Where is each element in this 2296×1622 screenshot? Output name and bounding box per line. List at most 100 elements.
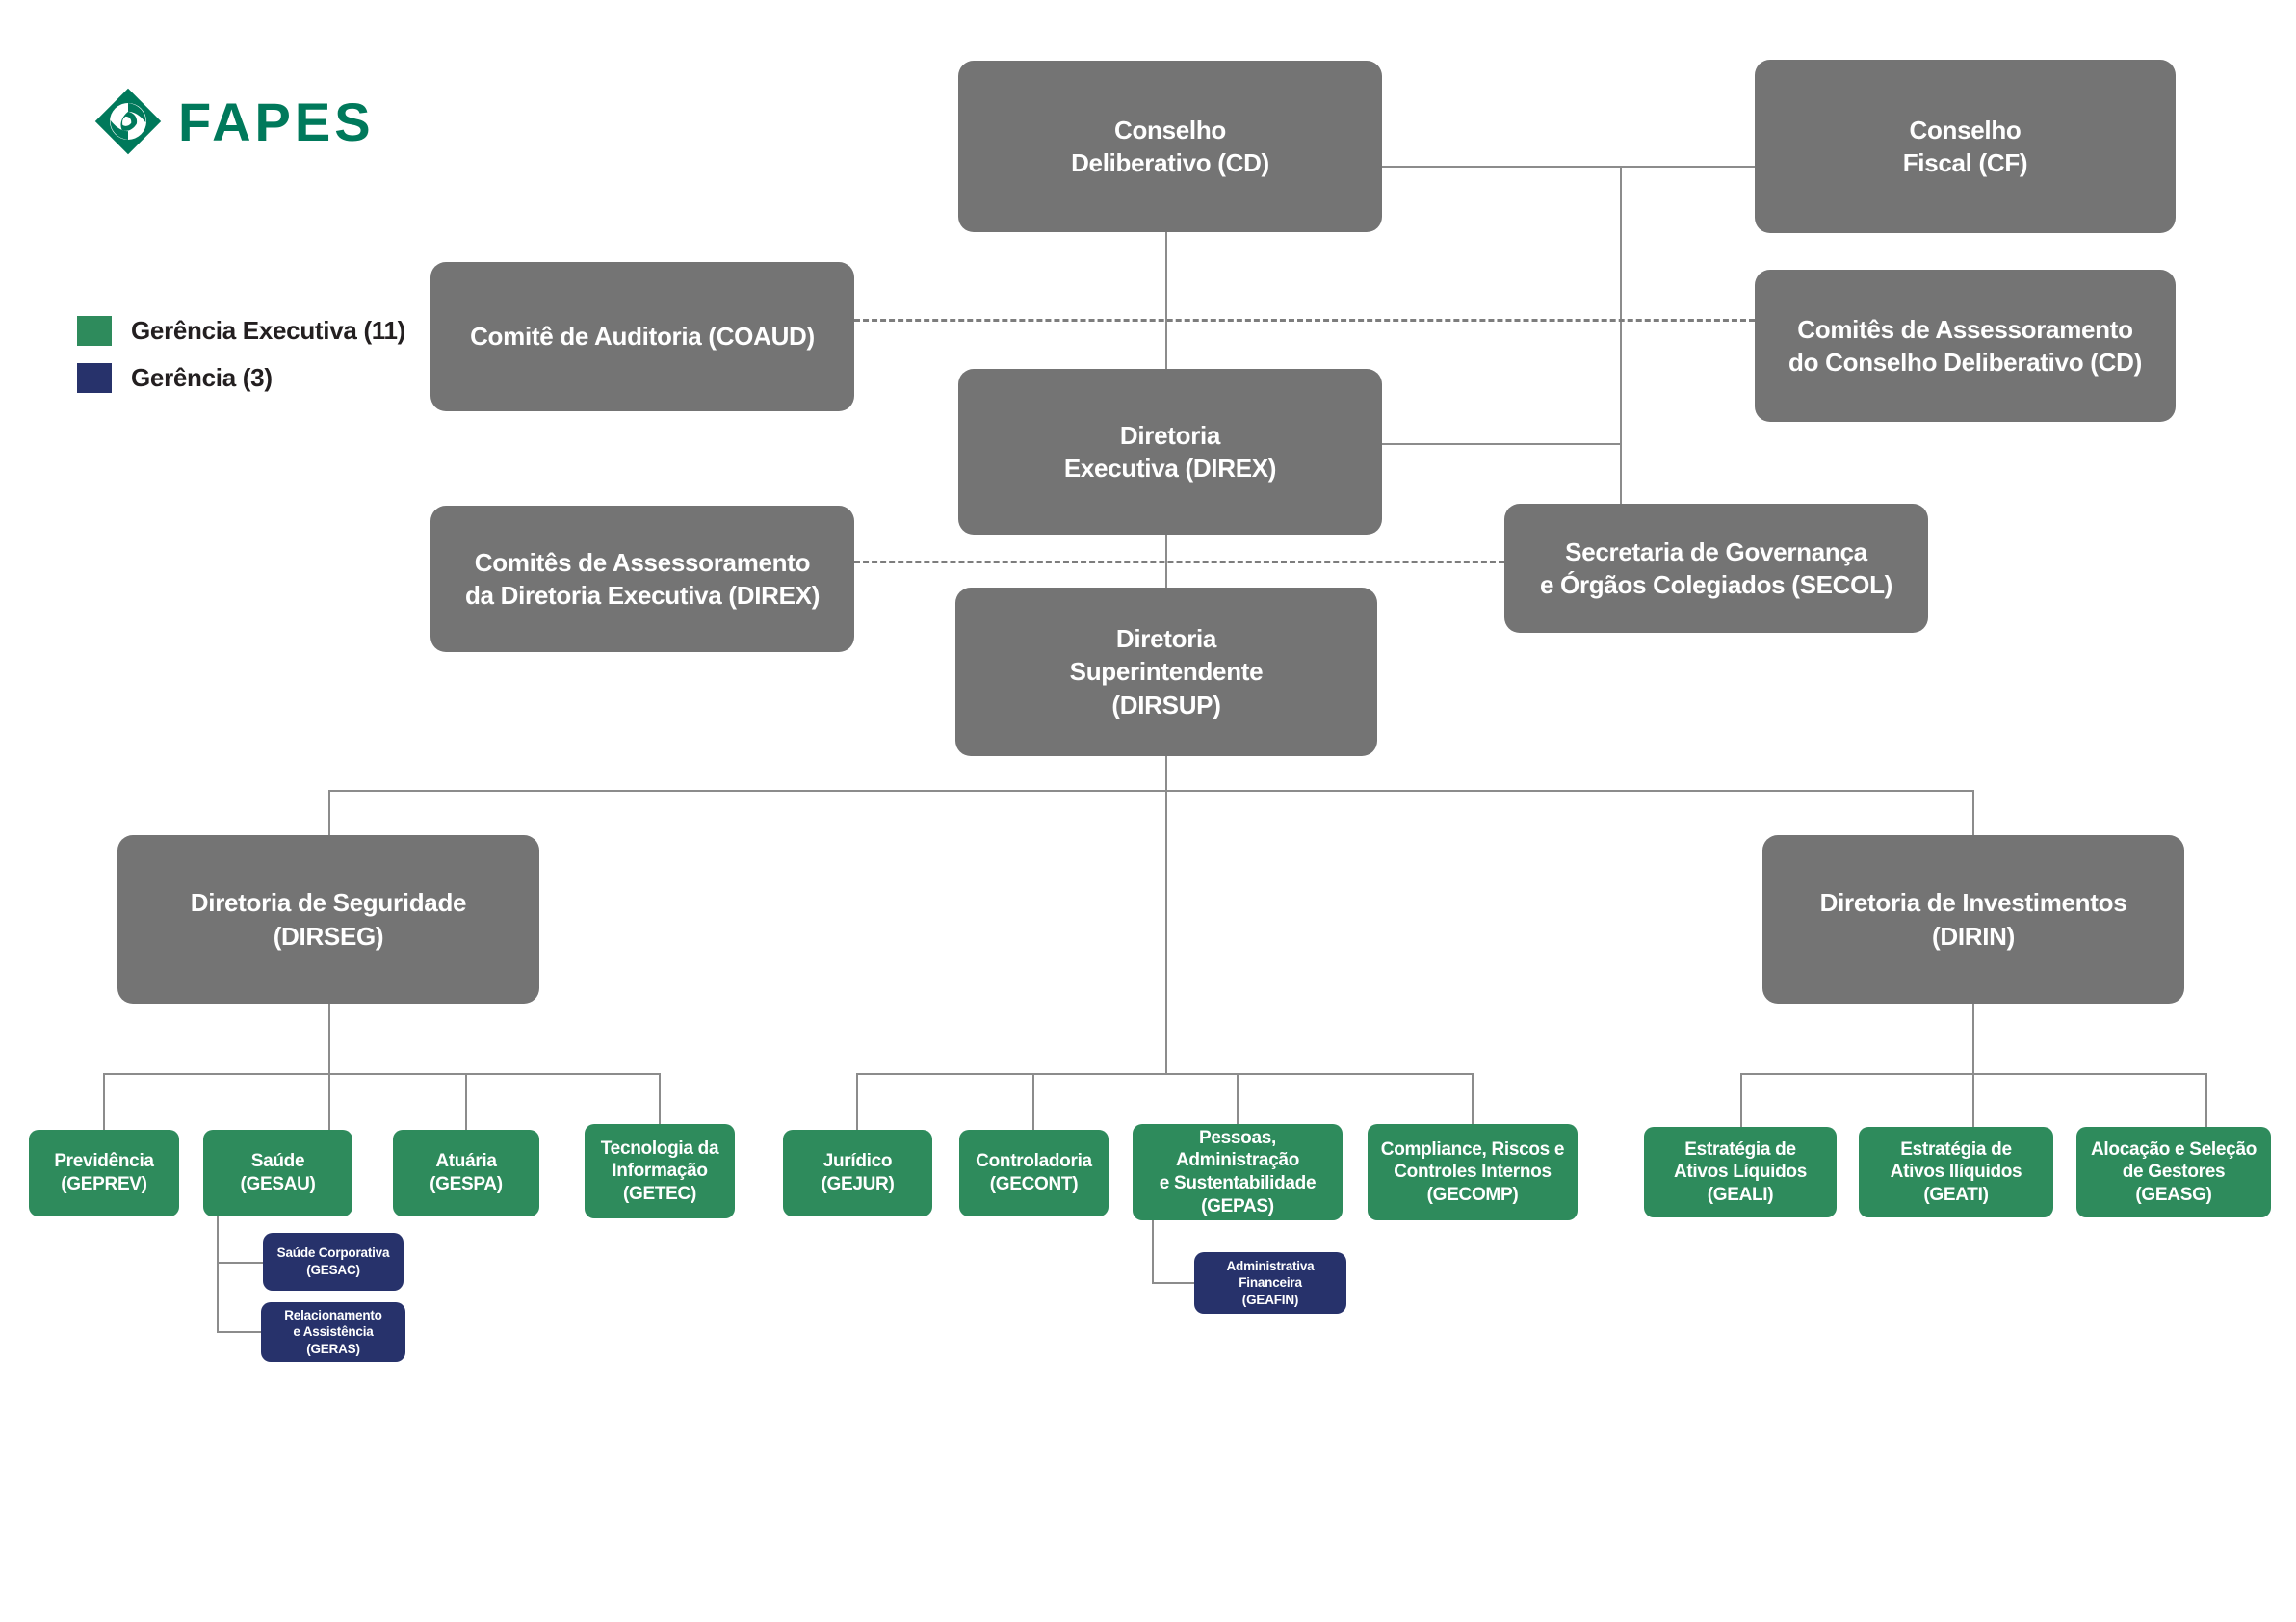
- org-node-label-line: Financeira: [1239, 1275, 1302, 1291]
- org-node-label-line: Comitês de Assessoramento: [1797, 314, 2133, 344]
- org-node-label-line: (GEASG): [2135, 1184, 2212, 1205]
- org-node-label-line: Informação: [612, 1161, 708, 1182]
- org-node-dirseg: Diretoria de Seguridade(DIRSEG): [117, 835, 539, 1004]
- connector: [659, 1073, 661, 1124]
- legend-swatch-green: [77, 316, 112, 346]
- org-node-label-line: Administrativa: [1226, 1258, 1315, 1273]
- org-node-label-line: Deliberativo (CD): [1071, 148, 1269, 177]
- connector: [328, 790, 330, 835]
- connector: [103, 1073, 660, 1075]
- legend-label: Gerência (3): [131, 363, 273, 392]
- org-node-label-line: e Assistência (GERAS): [293, 1324, 374, 1356]
- org-node-label-line: (DIRSUP): [1111, 690, 1221, 719]
- connector: [2205, 1073, 2207, 1127]
- org-node-label-line: Atuária: [435, 1151, 497, 1172]
- org-node-label-line: Pessoas, Administração: [1175, 1127, 1300, 1171]
- org-node-label-line: Saúde: [250, 1151, 305, 1172]
- org-node-label-line: (DIRSEG): [273, 921, 384, 951]
- org-node-label-line: da Diretoria Executiva (DIREX): [464, 581, 821, 610]
- connector: [1972, 1004, 1974, 1127]
- org-node-label-line: (GECONT): [989, 1174, 1079, 1194]
- org-node-label-line: (GECOMP): [1426, 1184, 1519, 1205]
- org-node-label-line: (GEPAS): [1201, 1195, 1274, 1216]
- connector: [217, 1331, 261, 1333]
- org-node-label-line: (GEAFIN): [1241, 1292, 1299, 1307]
- org-node-label-line: e Sustentabilidade: [1159, 1173, 1317, 1193]
- org-node-coaud: Comitê de Auditoria (COAUD): [430, 262, 854, 411]
- org-node-geprev: Previdência(GEPREV): [29, 1130, 179, 1216]
- connector: [328, 1004, 330, 1130]
- org-node-label-line: (GEALI): [1707, 1184, 1774, 1205]
- org-node-label-line: Relacionamento: [284, 1307, 382, 1322]
- org-node-label-line: (GEATI): [1923, 1184, 1989, 1205]
- connector: [1165, 756, 1167, 1074]
- org-node-geras: Relacionamento e Assistência (GERAS): [261, 1302, 405, 1362]
- org-node-label-line: (GESAC): [306, 1263, 360, 1277]
- connector: [1472, 1073, 1474, 1124]
- connector: [1237, 1073, 1239, 1124]
- legend: Gerência Executiva (11) Gerência (3): [77, 316, 405, 393]
- connector: [856, 1073, 1473, 1075]
- org-node-label-line: (GESAU): [240, 1174, 316, 1194]
- legend-label: Gerência Executiva (11): [131, 316, 406, 345]
- org-node-label-line: (GESPA): [430, 1174, 503, 1194]
- org-node-gesau: Saúde(GESAU): [203, 1130, 352, 1216]
- org-node-label-line: Estratégia de: [1684, 1138, 1796, 1160]
- org-node-comites-direx: Comitês de Assessoramento da Diretoria Ex…: [430, 506, 854, 652]
- connector: [1165, 232, 1167, 369]
- brand-name: FAPES: [178, 91, 375, 152]
- connector: [1740, 1073, 1742, 1127]
- connector: [217, 1216, 219, 1333]
- connector: [217, 1262, 263, 1264]
- connector: [1620, 166, 1622, 504]
- org-node-dirin: Diretoria de Investimentos(DIRIN): [1762, 835, 2184, 1004]
- org-node-label-line: Alocação e Seleção: [2090, 1138, 2257, 1160]
- org-node-label-line: Compliance, Riscos e: [1380, 1138, 1565, 1160]
- org-node-label-line: (GEJUR): [821, 1174, 895, 1194]
- dashed-connector: [854, 319, 1755, 322]
- org-node-gejur: Jurídico(GEJUR): [783, 1130, 932, 1216]
- dashed-connector: [854, 561, 1504, 563]
- connector: [1152, 1220, 1154, 1283]
- fapes-logo-icon: [94, 88, 162, 155]
- org-node-label-line: Fiscal (CF): [1902, 148, 2028, 177]
- org-node-label-line: Conselho: [1909, 115, 2022, 144]
- org-node-gesac: Saúde Corporativa(GESAC): [263, 1233, 404, 1291]
- legend-item-gerencia-executiva: Gerência Executiva (11): [77, 316, 405, 346]
- org-node-label-line: de Gestores: [2122, 1162, 2226, 1183]
- org-node-label-line: Previdência: [54, 1151, 154, 1172]
- org-node-label-line: Secretaria de Governança: [1565, 536, 1867, 566]
- org-node-label-line: do Conselho Deliberativo (CD): [1788, 348, 2142, 377]
- org-node-label-line: (GEPREV): [61, 1174, 147, 1194]
- org-node-label-line: Diretoria de Investimentos: [1819, 888, 2127, 918]
- org-node-label-line: Ativos Líquidos: [1673, 1162, 1807, 1183]
- org-node-label-line: Controles Internos: [1394, 1162, 1552, 1183]
- connector: [1152, 1282, 1194, 1284]
- connector: [1740, 1073, 2206, 1075]
- connector: [103, 1073, 105, 1130]
- org-node-comites-cd: Comitês de Assessoramento do Conselho Del…: [1755, 270, 2176, 422]
- connector: [856, 1073, 858, 1130]
- connector: [465, 1073, 467, 1130]
- org-node-gespa: Atuária(GESPA): [393, 1130, 539, 1216]
- connector: [1032, 1073, 1034, 1130]
- org-node-label-line: Comitês de Assessoramento: [474, 547, 811, 577]
- org-node-label-line: (DIRIN): [1932, 921, 2015, 951]
- connector: [1382, 166, 1755, 168]
- org-node-label-line: Tecnologia da: [600, 1138, 719, 1159]
- org-node-label-line: Ativos Ilíquidos: [1890, 1162, 2022, 1183]
- org-node-label-line: Jurídico: [822, 1151, 893, 1172]
- org-node-label-line: Estratégia de: [1900, 1138, 2012, 1160]
- org-node-label-line: Diretoria: [1119, 420, 1221, 450]
